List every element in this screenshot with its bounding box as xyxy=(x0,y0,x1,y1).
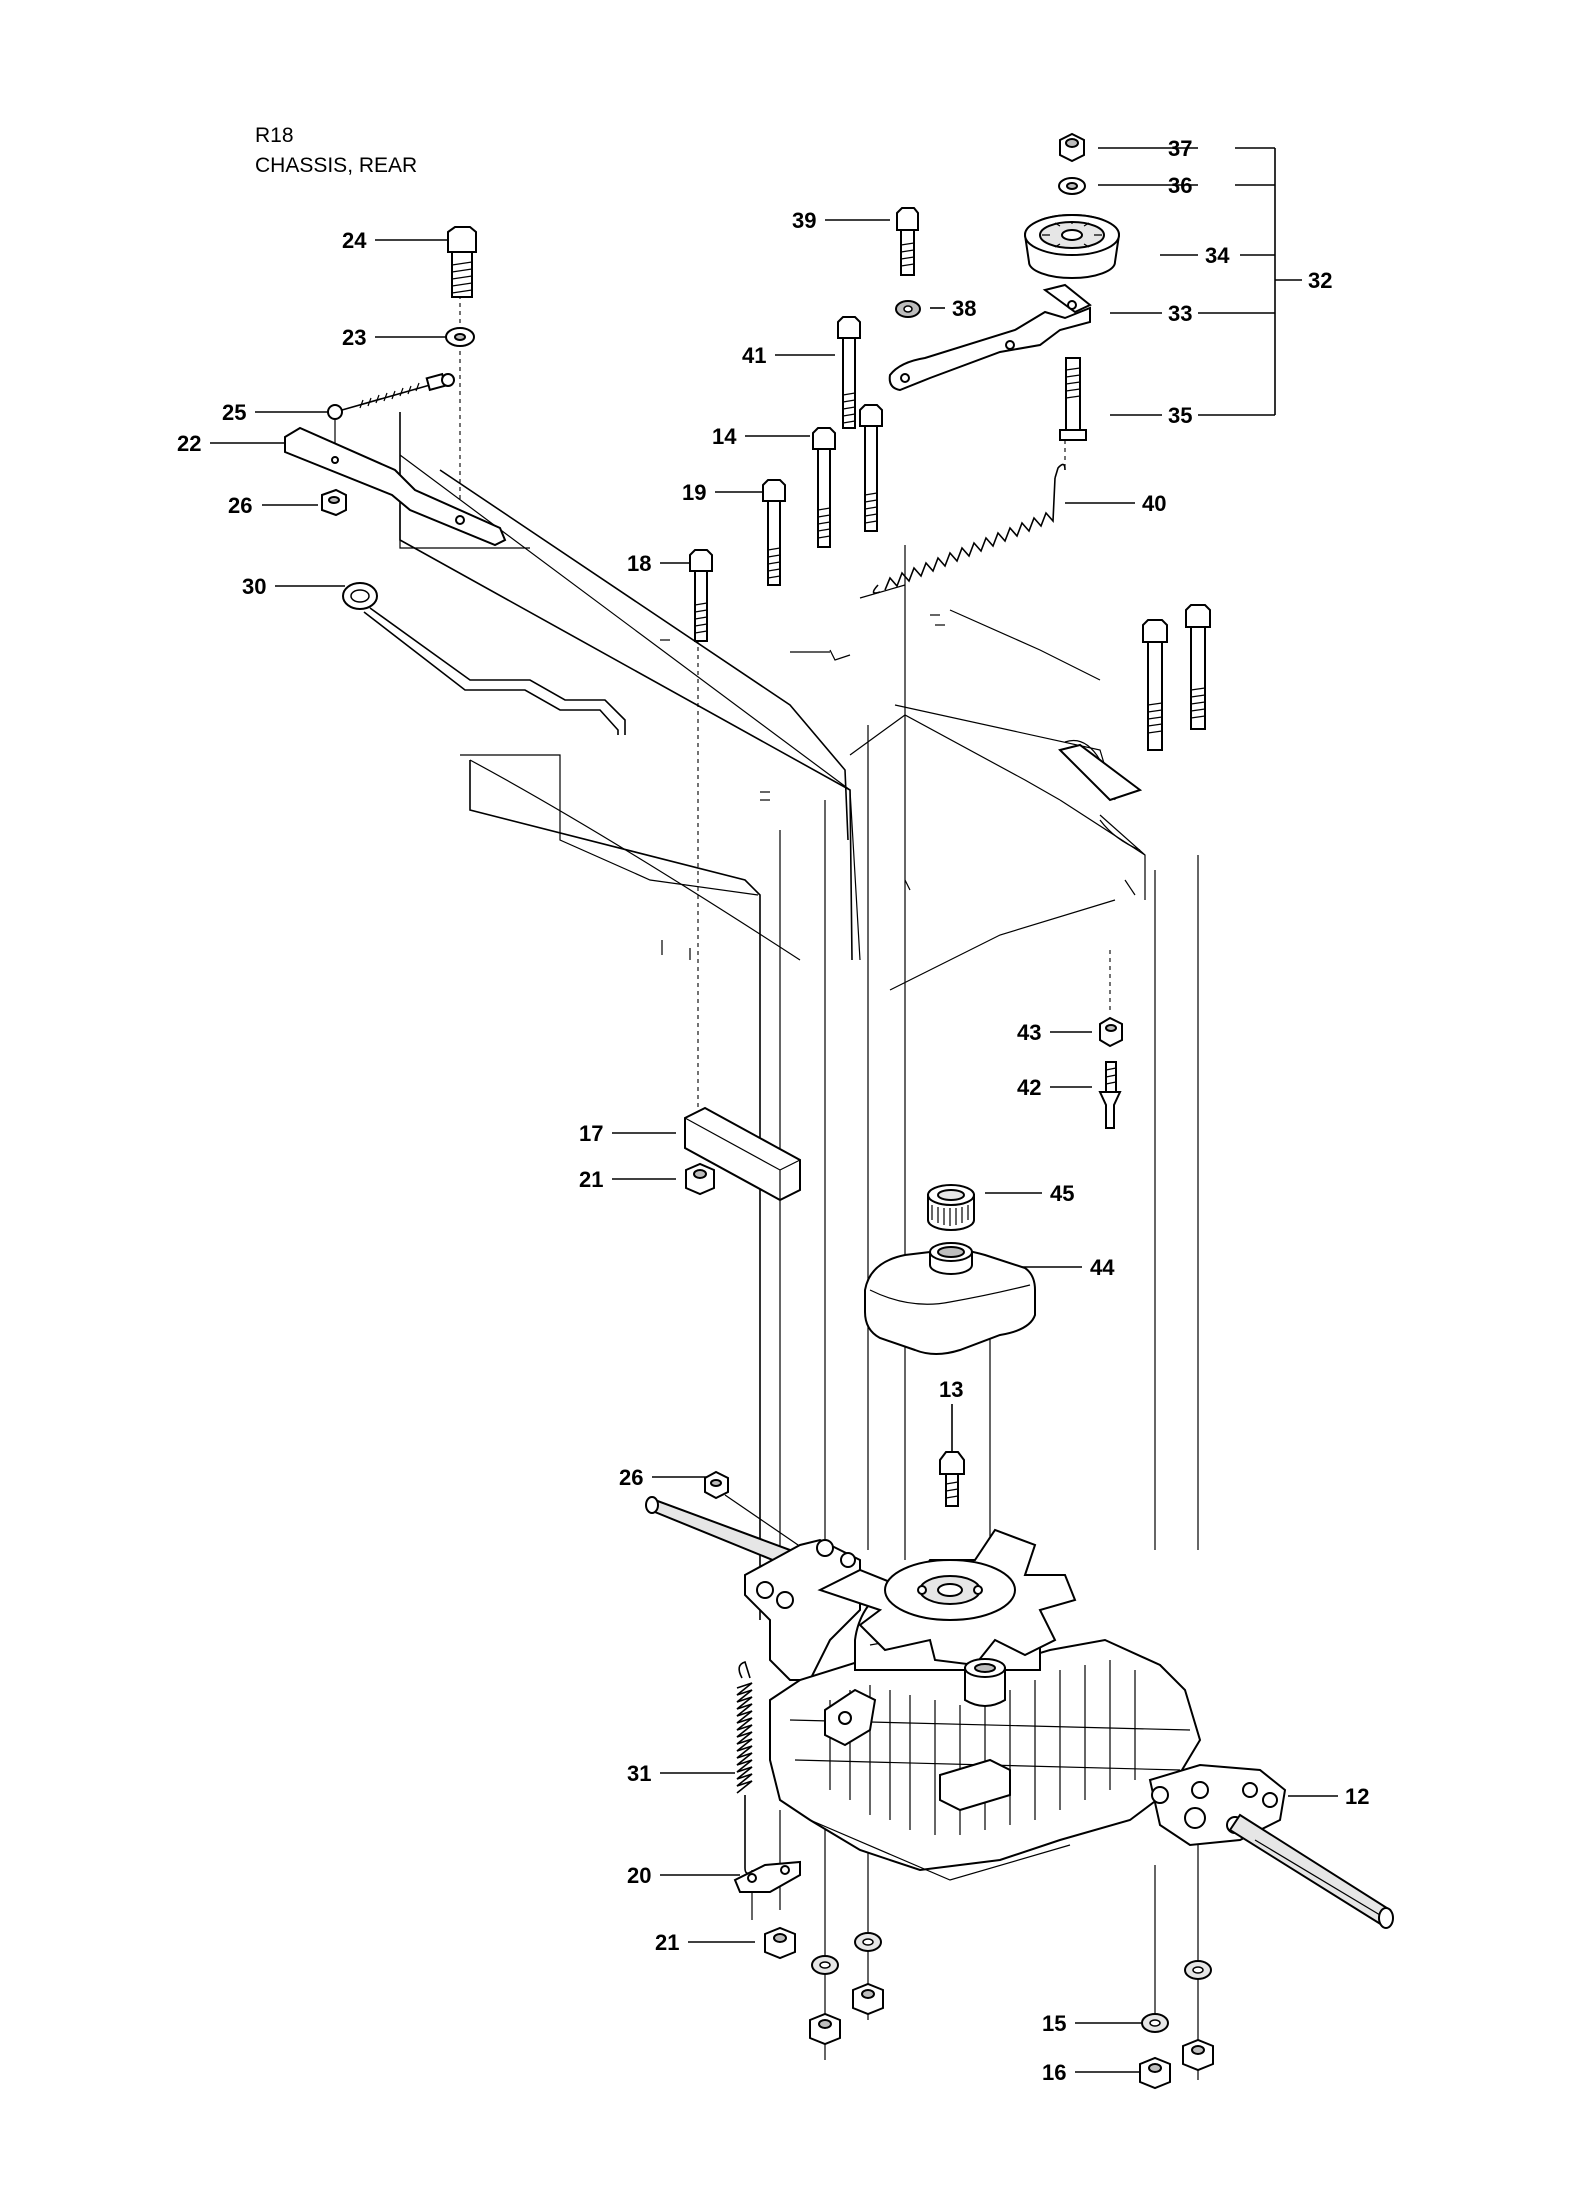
leader-lines xyxy=(210,147,1338,2073)
callout-20: 20 xyxy=(627,1863,651,1888)
callout-37: 37 xyxy=(1168,136,1192,161)
callout-40: 40 xyxy=(1142,491,1166,516)
callout-41: 41 xyxy=(742,343,766,368)
washer-36 xyxy=(1058,177,1086,195)
rod-30 xyxy=(342,582,626,735)
nut-right-high xyxy=(1182,2038,1214,2072)
bracket-22 xyxy=(284,426,507,547)
callout-25: 25 xyxy=(222,400,246,425)
callout-22: 22 xyxy=(177,431,201,456)
arm-33 xyxy=(888,283,1092,392)
hook-42 xyxy=(1098,1061,1122,1129)
block-17 xyxy=(684,1106,801,1202)
callout-19: 19 xyxy=(682,480,706,505)
nut-37 xyxy=(1059,132,1085,163)
bolt-13 xyxy=(939,1451,965,1507)
callout-17: 17 xyxy=(579,1121,603,1146)
diagram-title: CHASSIS, REAR xyxy=(255,154,418,177)
nut-16 xyxy=(1139,2056,1171,2090)
cable-25 xyxy=(327,372,455,460)
callout-36: 36 xyxy=(1168,173,1192,198)
callout-26-top: 26 xyxy=(228,493,252,518)
washer-38 xyxy=(895,300,921,318)
bolt-19 xyxy=(762,479,786,586)
callout-labels: 37 36 34 33 35 32 39 38 41 14 19 18 40 2… xyxy=(177,136,1369,2085)
callout-18: 18 xyxy=(627,551,651,576)
washer-bottom-2 xyxy=(854,1932,882,1952)
callout-14: 14 xyxy=(712,424,737,449)
bolt-35 xyxy=(1059,357,1087,441)
callout-26-mid: 26 xyxy=(619,1465,643,1490)
nut-21a xyxy=(685,1162,715,1196)
callout-34: 34 xyxy=(1205,243,1230,268)
callout-38: 38 xyxy=(952,296,976,321)
callout-23: 23 xyxy=(342,325,366,350)
bracket-20 xyxy=(733,1860,801,1893)
chassis-frame xyxy=(399,454,1146,991)
nut-43 xyxy=(1099,1016,1123,1048)
nut-21b xyxy=(764,1926,796,1960)
bolt-18 xyxy=(689,549,713,642)
callout-32: 32 xyxy=(1308,268,1332,293)
callout-31: 31 xyxy=(627,1761,651,1786)
callout-39: 39 xyxy=(792,208,816,233)
bolt-39 xyxy=(896,207,919,276)
nut-bottom-2 xyxy=(852,1982,884,2016)
tank-44 xyxy=(864,1242,1036,1355)
callout-33: 33 xyxy=(1168,301,1192,326)
callout-21-mid: 21 xyxy=(579,1167,603,1192)
callout-12: 12 xyxy=(1345,1784,1369,1809)
nut-bottom-1 xyxy=(809,2012,841,2046)
callout-30: 30 xyxy=(242,574,266,599)
pulley-34 xyxy=(1023,214,1121,279)
bolt-24 xyxy=(447,226,477,298)
callout-42: 42 xyxy=(1017,1075,1041,1100)
callout-45: 45 xyxy=(1050,1181,1074,1206)
washer-bottom-1 xyxy=(811,1955,839,1975)
washer-right-high xyxy=(1184,1960,1212,1980)
callout-24: 24 xyxy=(342,228,367,253)
bolt-14b xyxy=(859,404,883,532)
callout-44: 44 xyxy=(1090,1255,1115,1280)
diagram-code: R18 xyxy=(255,124,294,147)
spring-40 xyxy=(872,463,1066,594)
bolt-14 xyxy=(812,427,836,548)
callout-35: 35 xyxy=(1168,403,1192,428)
transaxle-12 xyxy=(645,1496,1394,1929)
washer-23 xyxy=(445,327,475,347)
cap-45 xyxy=(927,1184,975,1231)
callout-13: 13 xyxy=(939,1377,963,1402)
callout-43: 43 xyxy=(1017,1020,1041,1045)
callout-16: 16 xyxy=(1042,2060,1066,2085)
callout-15: 15 xyxy=(1042,2011,1066,2036)
nut-26 xyxy=(321,488,347,517)
washer-15 xyxy=(1141,2013,1169,2033)
bolt-41 xyxy=(837,316,861,429)
spring-31 xyxy=(736,1661,753,1875)
long-bolt-right xyxy=(1185,604,1211,730)
callout-21-bottom: 21 xyxy=(655,1930,679,1955)
long-bolt-left xyxy=(1142,619,1168,751)
